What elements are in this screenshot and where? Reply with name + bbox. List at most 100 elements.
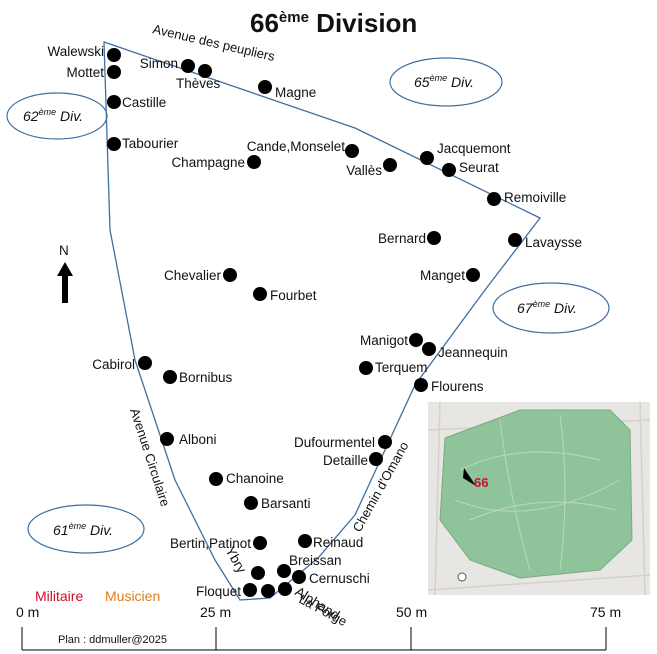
grave-marker[interactable] xyxy=(277,564,291,578)
grave-label: Jacquemont xyxy=(437,141,511,156)
grave-magne[interactable]: Magne xyxy=(258,80,316,100)
grave-marker[interactable] xyxy=(258,80,272,94)
grave-label: Barsanti xyxy=(261,496,311,511)
grave-detaille[interactable]: Detaille xyxy=(323,452,383,468)
grave-marker[interactable] xyxy=(253,536,267,550)
grave-label: Alboni xyxy=(179,432,217,447)
grave-tabourier[interactable]: Tabourier xyxy=(107,136,179,151)
metro-icon xyxy=(457,572,467,582)
grave-marker[interactable] xyxy=(487,192,501,206)
grave-label: Simon xyxy=(140,56,178,71)
grave-marker[interactable] xyxy=(369,452,383,466)
grave-jacquemont[interactable]: Jacquemont xyxy=(420,141,511,165)
grave-marker[interactable] xyxy=(261,584,275,598)
grave-label: Thèves xyxy=(176,76,221,91)
grave-chanoine[interactable]: Chanoine xyxy=(209,471,284,486)
grave-barsanti[interactable]: Barsanti xyxy=(244,496,311,511)
neighbour-division-62: 62ème Div. xyxy=(6,92,108,140)
grave-marker[interactable] xyxy=(243,583,257,597)
grave-marker[interactable] xyxy=(251,566,265,580)
grave-castille[interactable]: Castille xyxy=(107,95,166,110)
scale-bar: 0 m 25 m 50 m 75 m Plan : ddmuller@2025 xyxy=(16,604,621,651)
grave-walewski[interactable]: Walewski xyxy=(47,44,121,62)
grave-label: Magne xyxy=(275,85,316,100)
grave-label: Mottet xyxy=(66,65,104,80)
grave-marker[interactable] xyxy=(107,65,121,79)
grave-label: Bornibus xyxy=(179,370,233,385)
grave-valles[interactable]: Vallès xyxy=(346,158,397,178)
grave-label: Bernard xyxy=(378,231,426,246)
grave-marker[interactable] xyxy=(442,163,456,177)
grave-cernuschi[interactable]: Cernuschi xyxy=(292,570,370,586)
grave-marker[interactable] xyxy=(420,151,434,165)
grave-marker[interactable] xyxy=(383,158,397,172)
grave-marker[interactable] xyxy=(359,361,373,375)
grave-marker[interactable] xyxy=(198,64,212,78)
svg-text:65ème Div.: 65ème Div. xyxy=(414,73,474,90)
map-credit: Plan : ddmuller@2025 xyxy=(58,634,167,646)
grave-marker[interactable] xyxy=(253,287,267,301)
grave-chevalier[interactable]: Chevalier xyxy=(164,268,237,283)
grave-marker[interactable] xyxy=(107,95,121,109)
grave-label: Fourbet xyxy=(270,288,317,303)
grave-manget[interactable]: Manget xyxy=(420,268,480,283)
inset-division-label: 66 xyxy=(474,475,488,490)
grave-cabirol[interactable]: Cabirol xyxy=(92,356,152,372)
grave-bertin-patinot[interactable]: Bertin,Patinot xyxy=(170,536,267,551)
grave-simon[interactable]: Simon xyxy=(140,56,195,73)
grave-marker[interactable] xyxy=(160,432,174,446)
grave-alboni[interactable]: Alboni xyxy=(160,432,217,447)
grave-marker[interactable] xyxy=(508,233,522,247)
grave-marker[interactable] xyxy=(247,155,261,169)
grave-marker[interactable] xyxy=(298,534,312,548)
grave-cande-monselet[interactable]: Cande,Monselet xyxy=(247,139,359,158)
grave-terquem[interactable]: Terquem xyxy=(359,360,428,375)
grave-remoiville[interactable]: Remoiville xyxy=(487,190,566,206)
grave-marker[interactable] xyxy=(414,378,428,392)
grave-reinaud[interactable]: Reinaud xyxy=(298,534,363,550)
grave-flourens[interactable]: Flourens xyxy=(414,378,484,394)
grave-marker[interactable] xyxy=(278,582,292,596)
grave-marker[interactable] xyxy=(181,59,195,73)
grave-lavaysse[interactable]: Lavaysse xyxy=(508,233,582,250)
grave-alphand[interactable]: Alphand xyxy=(278,582,342,623)
grave-label: Manigot xyxy=(360,333,408,348)
grave-marker[interactable] xyxy=(244,496,258,510)
grave-breissan[interactable]: Breissan xyxy=(277,553,342,578)
grave-marker[interactable] xyxy=(427,231,441,245)
grave-label: Reinaud xyxy=(313,535,363,550)
grave-dufourmentel[interactable]: Dufourmentel xyxy=(294,435,392,450)
scale-tick-label: 75 m xyxy=(590,604,621,620)
grave-champagne[interactable]: Champagne xyxy=(171,155,261,170)
north-arrow: N xyxy=(57,243,73,303)
grave-marker[interactable] xyxy=(138,356,152,370)
grave-jeannequin[interactable]: Jeannequin xyxy=(422,342,508,360)
grave-seurat[interactable]: Seurat xyxy=(442,160,499,177)
neighbour-division-65: 65ème Div. xyxy=(389,57,503,107)
grave-marker[interactable] xyxy=(223,268,237,282)
grave-theves[interactable]: Thèves xyxy=(176,64,221,91)
grave-label: Flourens xyxy=(431,379,484,394)
grave-marker[interactable] xyxy=(107,48,121,62)
grave-marker[interactable] xyxy=(107,137,121,151)
grave-bernard[interactable]: Bernard xyxy=(378,231,441,246)
grave-label: Floquet xyxy=(196,584,241,599)
grave-marker[interactable] xyxy=(163,370,177,384)
grave-manigot[interactable]: Manigot xyxy=(360,333,423,348)
grave-mottet[interactable]: Mottet xyxy=(66,65,121,80)
grave-marker[interactable] xyxy=(209,472,223,486)
grave-label: Bertin,Patinot xyxy=(170,536,251,551)
grave-label: Jeannequin xyxy=(438,345,508,360)
grave-floquet[interactable]: Floquet xyxy=(196,583,257,599)
grave-bornibus[interactable]: Bornibus xyxy=(163,370,233,385)
grave-label: Tabourier xyxy=(122,136,179,151)
grave-marker[interactable] xyxy=(345,144,359,158)
grave-marker[interactable] xyxy=(378,435,392,449)
grave-marker[interactable] xyxy=(422,342,436,356)
grave-marker[interactable] xyxy=(409,333,423,347)
grave-fourbet[interactable]: Fourbet xyxy=(253,287,317,303)
grave-label: Cande,Monselet xyxy=(247,139,346,154)
grave-marker[interactable] xyxy=(466,268,480,282)
grave-marker[interactable] xyxy=(292,570,306,584)
